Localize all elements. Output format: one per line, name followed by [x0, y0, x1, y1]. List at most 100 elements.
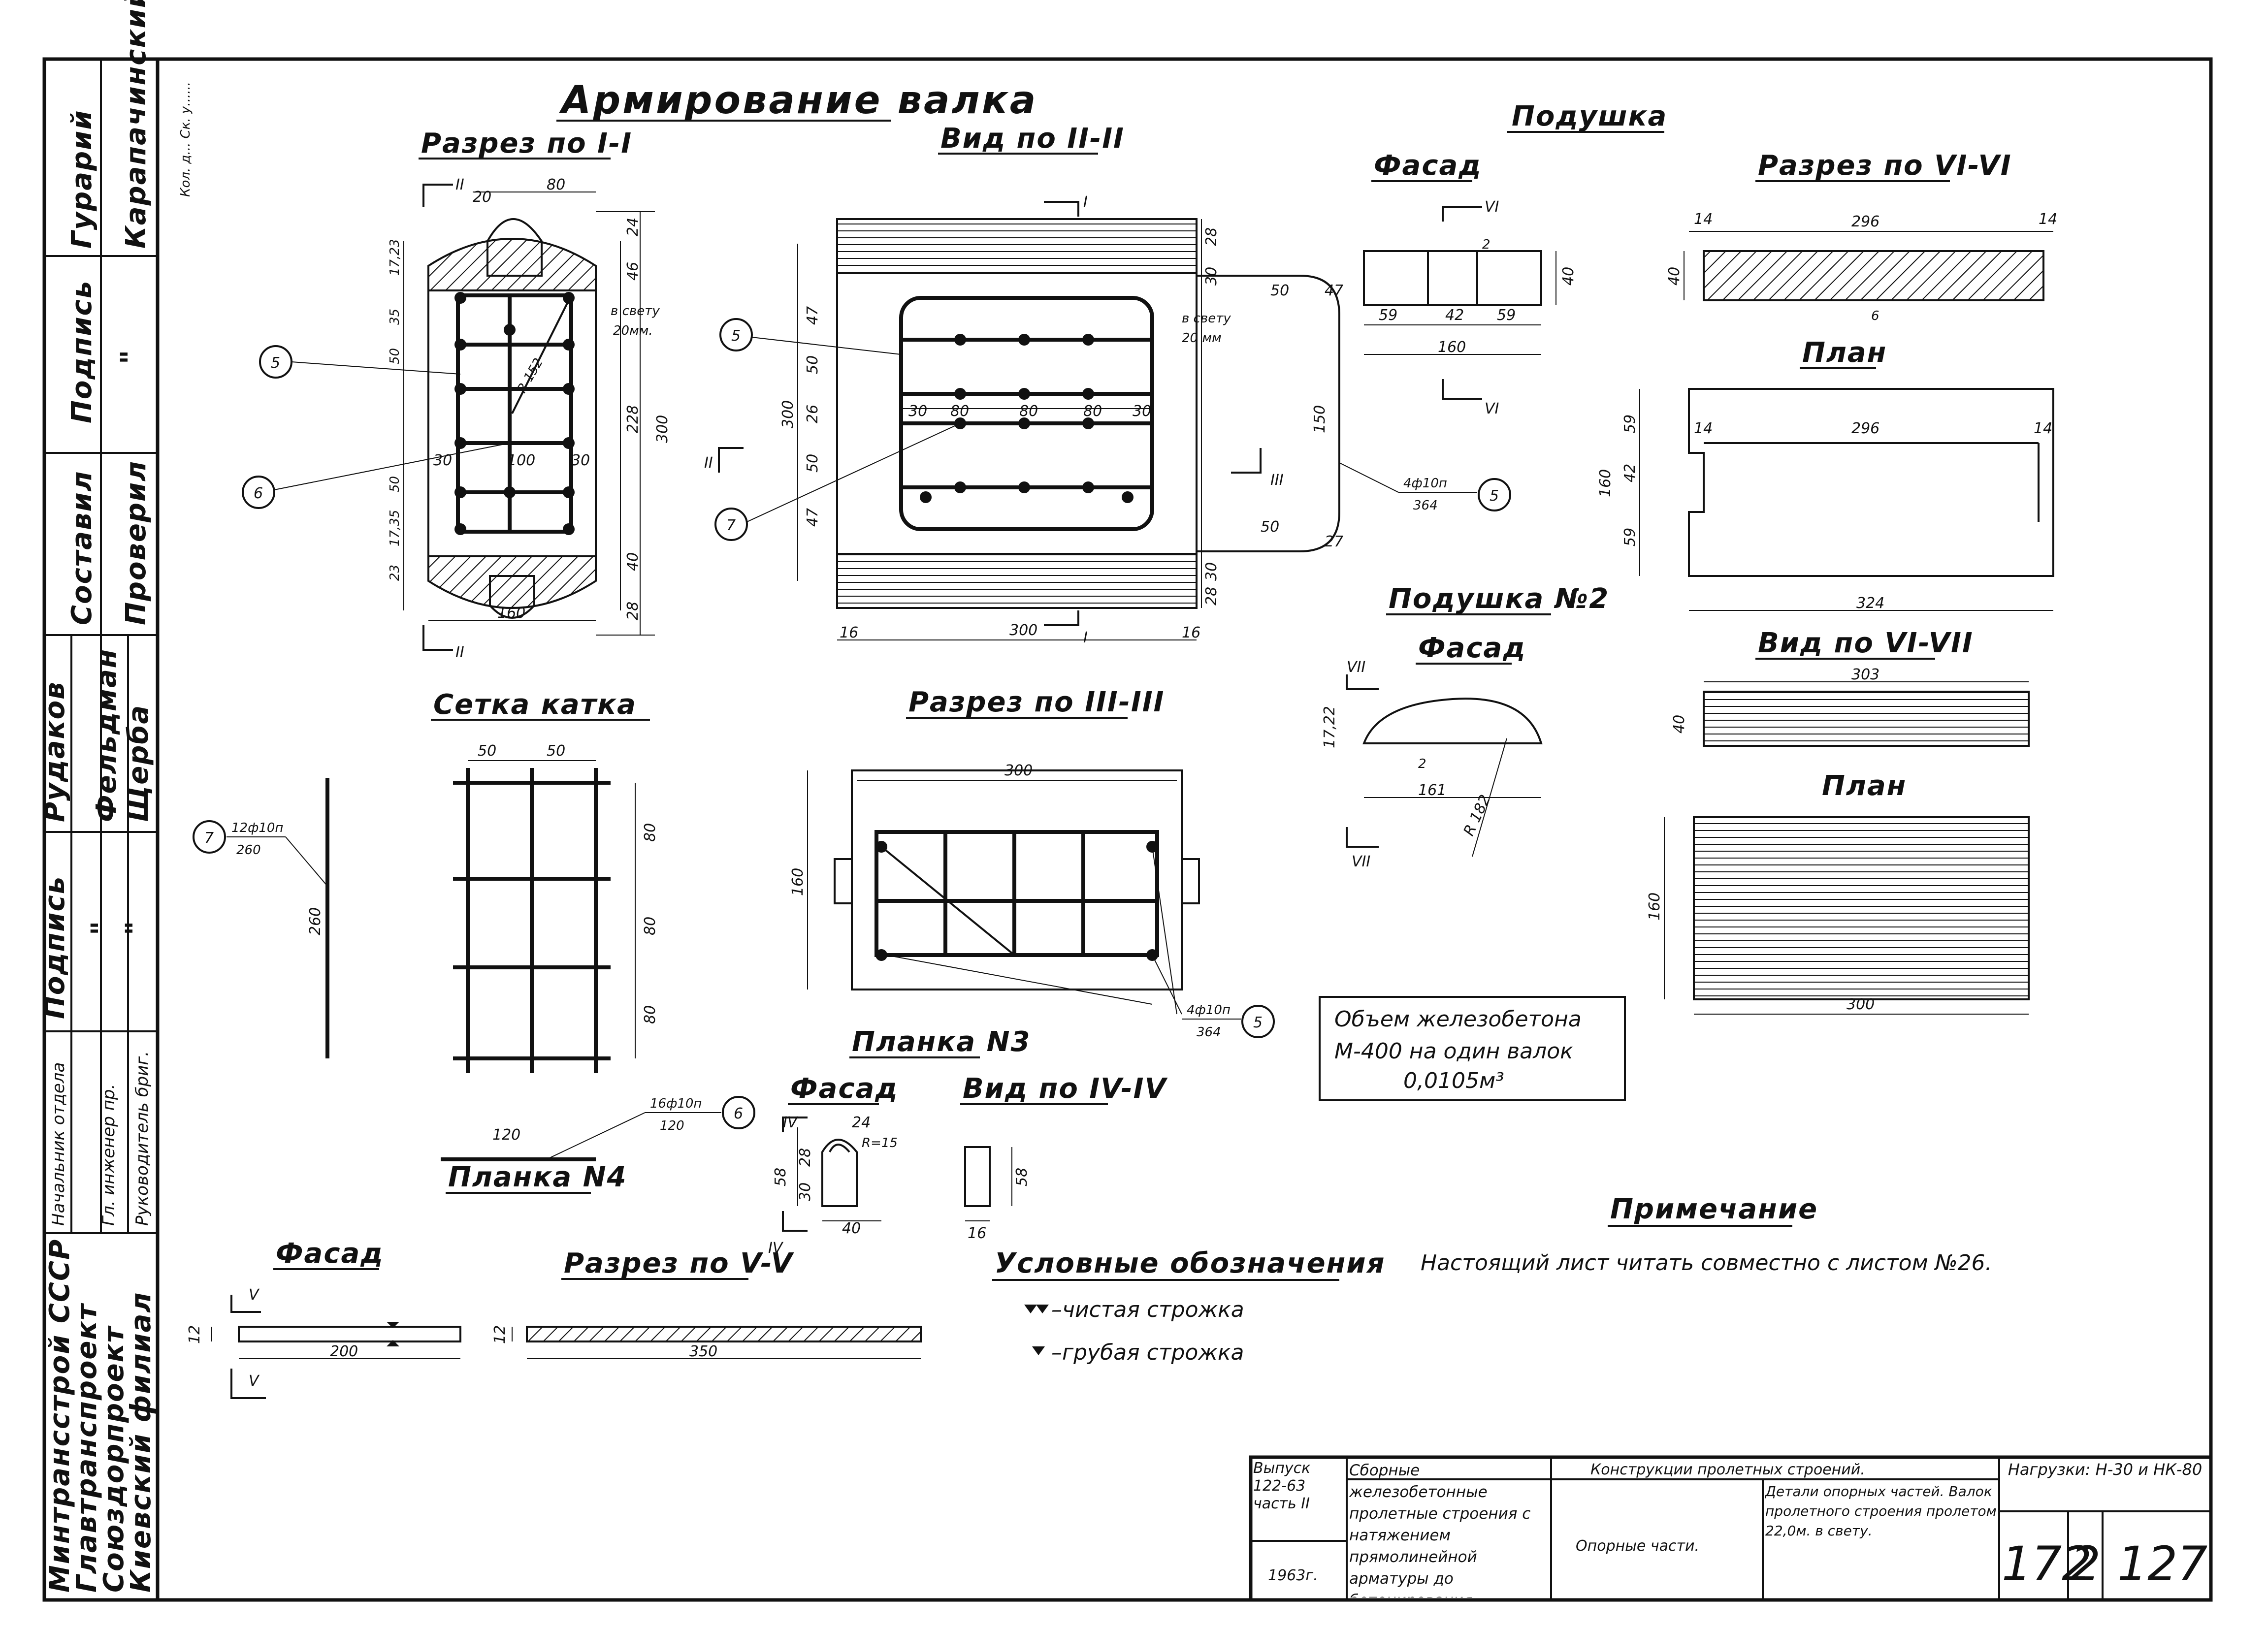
stamp-checked: Проверил [120, 460, 152, 625]
legend-fine: –чистая строжка [1051, 1297, 1244, 1322]
v2-30d-label: 30 [1203, 562, 1220, 581]
stamp-ditto-1: " [115, 349, 147, 364]
plate-3-facade-title: Фасад [790, 1073, 899, 1105]
pf-2-label: 2 [1482, 237, 1490, 252]
pl2-300-label: 300 [1847, 996, 1875, 1013]
v2-47c-label: 47 [1325, 282, 1343, 299]
v67-40-label: 40 [1671, 715, 1688, 734]
c6-14b-label: 14 [2039, 211, 2057, 228]
c1-100-label: 100 [507, 452, 535, 469]
c1-30-label: 30 [571, 452, 590, 469]
pl3-40-label: 40 [842, 1220, 861, 1237]
r5-spec-bot-label: 364 [1413, 498, 1438, 513]
mesh-title: Сетка катка [433, 689, 637, 721]
c1-mark-5: 5 [271, 354, 280, 372]
c1-300-label: 300 [654, 415, 671, 443]
tb-part: Опорные части. [1576, 1537, 1699, 1555]
note-title: Примечание [1610, 1193, 1818, 1225]
tb-year: 1963г. [1268, 1567, 1318, 1584]
v2-80a-label: 80 [950, 403, 969, 420]
pl2-160-label: 160 [1646, 893, 1663, 921]
pl3-roman-top: IV [783, 1114, 799, 1131]
plate-4-title: Планка N4 [448, 1161, 627, 1193]
c3-160-label: 160 [789, 868, 807, 896]
c1-l3-label: 50 [388, 348, 402, 364]
c1-228-label: 228 [624, 405, 642, 433]
r6-spec-top-label: 16ф10п [650, 1096, 702, 1111]
c3-300-label: 300 [1004, 762, 1033, 779]
pl3-roman-bot: IV [768, 1240, 784, 1257]
stamp-gurariy: Гурарий [66, 109, 98, 249]
r5b-spec-bot-label: 364 [1197, 1025, 1221, 1040]
c6-6-label: 6 [1871, 309, 1879, 323]
tb-sheet-1: 172 [2002, 1536, 2092, 1592]
stamp-composed: Составил [66, 470, 98, 625]
v2-300h-label: 300 [1009, 622, 1037, 639]
pl3-24-label: 24 [852, 1114, 871, 1131]
pad-2-title: Подушка №2 [1389, 583, 1609, 615]
r5-spec-top-label: 4ф10п [1403, 476, 1447, 491]
r7-spec-top-label: 12ф10п [231, 821, 283, 835]
pf-59a-label: 59 [1379, 307, 1397, 324]
pf-roman-top: VI [1485, 198, 1499, 216]
c1-roman-top: II [455, 176, 464, 193]
pad-title: Подушка [1512, 100, 1667, 132]
tb-description: Сборные железобетонные пролетные строени… [1349, 1462, 1531, 1597]
pf-40-label: 40 [1560, 267, 1577, 286]
volume-note: Объем железобетона М-400 на один валок 0… [1319, 996, 1626, 1101]
stamp-org-2: Главтранспроект [71, 1303, 103, 1593]
c1-160-label: 160 [497, 605, 525, 622]
pl4-200-label: 200 [330, 1343, 358, 1360]
legend-title: Условные обозначения [995, 1247, 1385, 1279]
volume-line-3: 0,0105м³ [1403, 1068, 1504, 1093]
volume-line-1: Объем железобетона [1334, 1007, 1582, 1032]
pad-plan-2: План 160 300 [1646, 770, 2030, 1015]
outer-frame [42, 57, 2213, 1602]
plate-4-facade-title: Фасад [276, 1238, 384, 1270]
plate-3-title: Планка N3 [852, 1026, 1031, 1058]
v2-roman-i-bot: I [1083, 629, 1088, 646]
v2-mark-5b: 5 [1490, 487, 1499, 505]
p1-160-label: 160 [1597, 469, 1614, 497]
pf-roman-bot: VI [1485, 400, 1499, 417]
pf-42-label: 42 [1445, 307, 1464, 324]
v2-30c-label: 30 [1133, 403, 1151, 420]
c1-24-label: 24 [624, 218, 642, 236]
pad-plan-1-title: План [1802, 337, 1887, 369]
v2-50b-label: 50 [804, 454, 821, 473]
pad-facade: Подушка Фасад VI VI 40 59 42 59 160 2 [1363, 100, 1667, 417]
pl4-350-label: 350 [689, 1343, 717, 1360]
c1-80-label: 80 [547, 176, 565, 193]
legend-rough: –грубая строжка [1051, 1340, 1244, 1365]
v2-mark-5: 5 [731, 327, 741, 345]
pad-facade-title: Фасад [1374, 150, 1482, 182]
view-6-7-title: Вид по VI-VII [1758, 627, 1974, 659]
stamp-feldman: Фельдман [91, 648, 123, 822]
p1-296-label: 296 [1851, 420, 1879, 437]
v2-svetu-label: в свету [1182, 311, 1231, 326]
main-title: Армирование валка [558, 78, 1037, 123]
c1-46-label: 46 [624, 262, 642, 281]
mesh-mark-7: 7 [204, 830, 214, 847]
view-2-2: Вид по II-II I I II III 28 30 50 47 50 [704, 123, 1511, 646]
stamp-org-4: Киевский филиал [125, 1292, 157, 1593]
section-6-6: Разрез по VI-VI 14 296 14 40 6 [1666, 150, 2057, 323]
title-block: Выпуск 122-63 часть II 1963г. Сборные же… [1249, 1455, 2213, 1602]
v2-50-label: 50 [1270, 282, 1289, 299]
v2-26-label: 26 [804, 405, 821, 423]
section-6-6-title: Разрез по VI-VI [1758, 150, 2012, 182]
plate-3: Планка N3 Фасад IV IV 24 58 28 30 40 R=1… [768, 1026, 1031, 1257]
c1-20mm-label: 20мм. [613, 323, 653, 338]
mesh-mark-6: 6 [734, 1105, 743, 1122]
section-1-1: Разрез по I-I II II 20 80 24 [242, 128, 671, 661]
stamp-karapachinsky: Карапачинский [120, 0, 152, 249]
c1-l6-label: 23 [388, 565, 402, 581]
c1-l4-label: 50 [388, 476, 402, 492]
m-80c-label: 80 [642, 1005, 659, 1024]
section-5-5: Разрез по V-V 12 350 [491, 1247, 922, 1360]
pl4-roman-top: V [249, 1286, 260, 1304]
v2-47b-label: 47 [804, 508, 821, 527]
p2-2-label: 2 [1418, 757, 1426, 771]
stamp-ditto-2: " [86, 920, 118, 935]
v2-30b-label: 30 [908, 403, 927, 420]
